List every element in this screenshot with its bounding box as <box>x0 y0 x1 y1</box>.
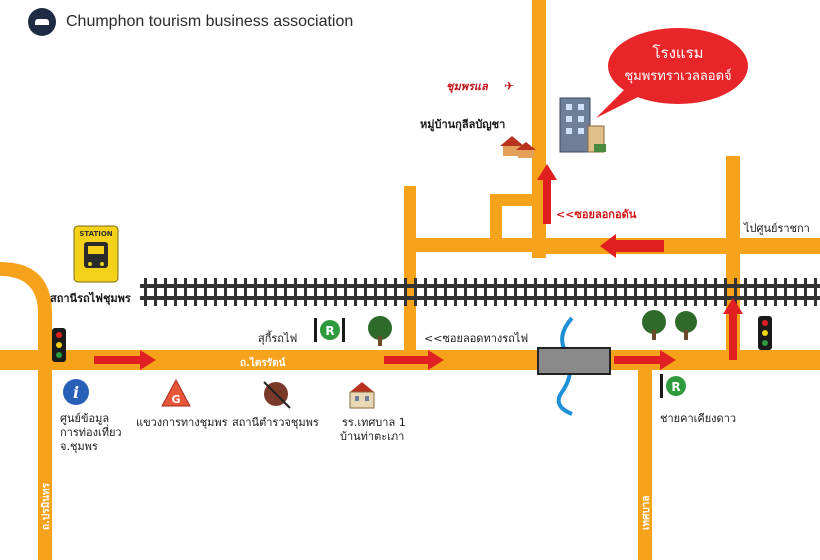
info-icon: i <box>63 379 89 405</box>
soi-lod-dan-road <box>532 238 820 254</box>
arrow-left-icon <box>600 234 664 258</box>
train-station-icon: STATION <box>73 225 119 283</box>
tree-icon <box>642 310 666 340</box>
header-title: Chumphon tourism business association <box>66 13 354 30</box>
soi-lod-dan-label: <<ซอยลอกอดัน <box>556 208 637 221</box>
svg-text:G: G <box>171 393 180 406</box>
svg-text:R: R <box>325 324 334 338</box>
hotel-building-icon <box>559 97 606 153</box>
traffic-light-icon <box>52 328 66 362</box>
travel-brand-logo: ชุมพรแล <box>446 80 489 94</box>
arrow-right-icon <box>94 350 156 370</box>
school-line1: รร.เทศบาล 1 <box>342 416 406 429</box>
svg-text:R: R <box>671 380 680 394</box>
traffic-light-icon <box>758 316 772 350</box>
header: Chumphon tourism business association <box>28 8 353 36</box>
arrow-right-icon <box>384 350 444 370</box>
suki-label: สุกี้รถไฟ <box>258 330 297 345</box>
left-road <box>0 262 52 560</box>
police-label: สถานีตำรวจชุมพร <box>232 416 319 429</box>
association-logo-icon <box>28 8 56 36</box>
road-left-label: ถ.ปรมินทร <box>40 482 52 530</box>
highway-office-icon: G <box>161 378 191 407</box>
main-road-label: ถ.ไตรรัตน์ <box>240 356 286 369</box>
tree-icon <box>368 316 392 346</box>
village-road-vertical <box>490 196 502 246</box>
to-center-label: ไปศูนย์ราชกา <box>743 222 810 235</box>
road-right-label: เทศบาล <box>641 496 652 530</box>
tree-icon <box>675 311 697 340</box>
tourist-info-line1: ศูนย์ข้อมูล <box>60 412 109 425</box>
direction-arrows <box>94 164 743 370</box>
plane-icon: ✈ <box>504 79 514 93</box>
tourist-info-line3: จ.ชุมพร <box>60 440 98 453</box>
connector-road <box>404 238 540 252</box>
arrow-right-icon <box>614 350 676 370</box>
bottom-mid-road <box>638 360 652 560</box>
village-house-icon <box>500 136 536 158</box>
highway-label: แขวงการทางชุมพร <box>136 416 228 429</box>
hotel-bubble: โรงแรม ชุมพรทราเวลลอดจ์ <box>596 28 748 118</box>
village-road-horizontal <box>490 194 540 206</box>
market-label: ชายคาเคียงดาว <box>660 412 736 425</box>
school-line2: บ้านท่าตะเภา <box>340 430 404 443</box>
police-station-icon <box>263 381 291 409</box>
village-label: หมู่บ้านกุลีลบัญชา <box>420 118 505 132</box>
railway-track <box>140 278 820 306</box>
soi-rail-label: <<ซอยลอดทางรถไฟ <box>424 332 528 345</box>
hotel-name-line1: โรงแรม <box>652 44 703 62</box>
station-label: สถานีรถไฟชุมพร <box>50 291 131 306</box>
school-icon <box>349 382 375 409</box>
underpass-box <box>537 347 611 375</box>
hotel-road-vertical <box>532 0 546 258</box>
station-sign: STATION <box>79 230 112 238</box>
tourist-info-line2: การท่องเที่ยว <box>60 424 122 439</box>
arrow-up-icon <box>723 298 743 360</box>
arrow-up-icon <box>537 164 557 224</box>
restaurant-icon: R <box>660 374 686 398</box>
soi-rail-road <box>404 186 416 360</box>
svg-text:i: i <box>73 383 79 402</box>
restaurant-icon: R <box>314 318 345 342</box>
hotel-name-line2: ชุมพรทราเวลลอดจ์ <box>624 68 731 84</box>
